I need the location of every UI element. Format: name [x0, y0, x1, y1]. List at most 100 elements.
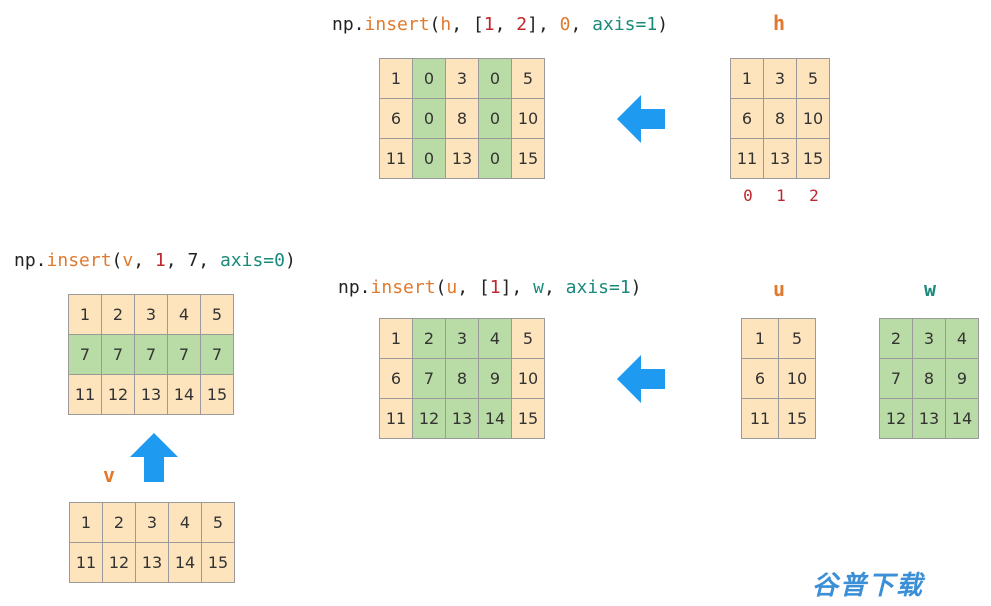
array-cell: 0 — [413, 59, 446, 99]
array-cell: 0 — [479, 99, 512, 139]
array-cell: 10 — [512, 359, 545, 399]
left-arrow-icon — [617, 355, 665, 403]
array-cell: 6 — [380, 359, 413, 399]
array-cell: 11 — [380, 399, 413, 439]
array-cell: 7 — [413, 359, 446, 399]
left-arrow-icon — [617, 95, 665, 143]
array-cell: 6 — [380, 99, 413, 139]
h-column-index: 2 — [809, 186, 819, 205]
array-cell: 0 — [479, 139, 512, 179]
code-token: , — [570, 14, 593, 35]
array-cell: 10 — [512, 99, 545, 139]
code-token: 0 — [559, 14, 571, 35]
array-cell: 5 — [779, 319, 816, 359]
array-cell: 15 — [512, 399, 545, 439]
array-cell: 8 — [764, 99, 797, 139]
array-cell: 0 — [413, 139, 446, 179]
array-cell: 12 — [880, 399, 913, 439]
array-cell: 7 — [135, 335, 168, 375]
label-v: v — [102, 463, 116, 487]
array-cell: 13 — [446, 399, 479, 439]
array-cell: 2 — [880, 319, 913, 359]
code-token: insert — [364, 14, 430, 35]
array-cell: 3 — [913, 319, 946, 359]
array-cell: 14 — [168, 375, 201, 415]
array-cell: 7 — [168, 335, 201, 375]
code-token: insert — [46, 250, 112, 271]
array-cell: 2 — [102, 295, 135, 335]
array-cell: 0 — [413, 99, 446, 139]
array-cell: 0 — [479, 59, 512, 99]
array-cell: 4 — [479, 319, 512, 359]
array-cell: 13 — [135, 375, 168, 415]
code-insert-v: np.insert(v, 1, 7, axis=0) — [14, 250, 296, 272]
array-cell: 3 — [446, 59, 479, 99]
array-cell: 8 — [913, 359, 946, 399]
array-cell: 11 — [742, 399, 779, 439]
array-cell: 6 — [731, 99, 764, 139]
code-token: axis=0 — [219, 250, 285, 271]
array-cell: 15 — [512, 139, 545, 179]
array-cell: 15 — [202, 543, 235, 583]
code-token: np. — [332, 14, 365, 35]
code-token: , 7, — [165, 250, 220, 271]
code-token: ], — [500, 277, 534, 298]
array-cell: 5 — [512, 319, 545, 359]
code-token: np. — [14, 250, 47, 271]
code-token: ) — [657, 14, 669, 35]
array-cell: 9 — [946, 359, 979, 399]
code-token: ) — [284, 250, 296, 271]
code-insert-u: np.insert(u, [1], w, axis=1) — [338, 277, 642, 299]
array-cell: 14 — [169, 543, 202, 583]
array-cell: 14 — [479, 399, 512, 439]
array-cell: 1 — [380, 319, 413, 359]
array-cell: 9 — [479, 359, 512, 399]
code-token: u — [446, 277, 458, 298]
array-cell: 2 — [103, 503, 136, 543]
code-insert-h: np.insert(h, [1, 2], 0, axis=1) — [332, 14, 668, 36]
code-token: ( — [429, 14, 441, 35]
array-cell: 12 — [413, 399, 446, 439]
code-token: 2 — [516, 14, 528, 35]
array-cell: 11 — [731, 139, 764, 179]
array-cell: 4 — [169, 503, 202, 543]
code-token: 1 — [483, 14, 495, 35]
code-token: , — [543, 277, 566, 298]
array-cell: 5 — [201, 295, 234, 335]
array-cell: 5 — [797, 59, 830, 99]
watermark-logo: 谷普下载 — [812, 571, 925, 601]
code-token: np. — [338, 277, 371, 298]
code-token: h — [440, 14, 452, 35]
code-token: ], — [527, 14, 560, 35]
array-cell: 15 — [797, 139, 830, 179]
h-column-index: 0 — [743, 186, 753, 205]
code-token: , — [494, 14, 517, 35]
array-cell: 2 — [413, 319, 446, 359]
code-token: ( — [111, 250, 123, 271]
code-token: insert — [370, 277, 436, 298]
array-cell: 1 — [70, 503, 103, 543]
label-h: h — [772, 11, 786, 35]
array-cell: 12 — [103, 543, 136, 583]
array-cell: 8 — [446, 99, 479, 139]
code-token: ( — [435, 277, 447, 298]
array-cell: 4 — [946, 319, 979, 359]
array-cell: 1 — [742, 319, 779, 359]
array-cell: 11 — [70, 543, 103, 583]
array-cell: 7 — [69, 335, 102, 375]
h-column-index: 1 — [776, 186, 786, 205]
array-cell: 13 — [446, 139, 479, 179]
array-cell: 13 — [764, 139, 797, 179]
array-cell: 3 — [446, 319, 479, 359]
array-cell: 4 — [168, 295, 201, 335]
array-cell: 3 — [764, 59, 797, 99]
code-token: , [ — [457, 277, 490, 298]
array-cell: 5 — [512, 59, 545, 99]
